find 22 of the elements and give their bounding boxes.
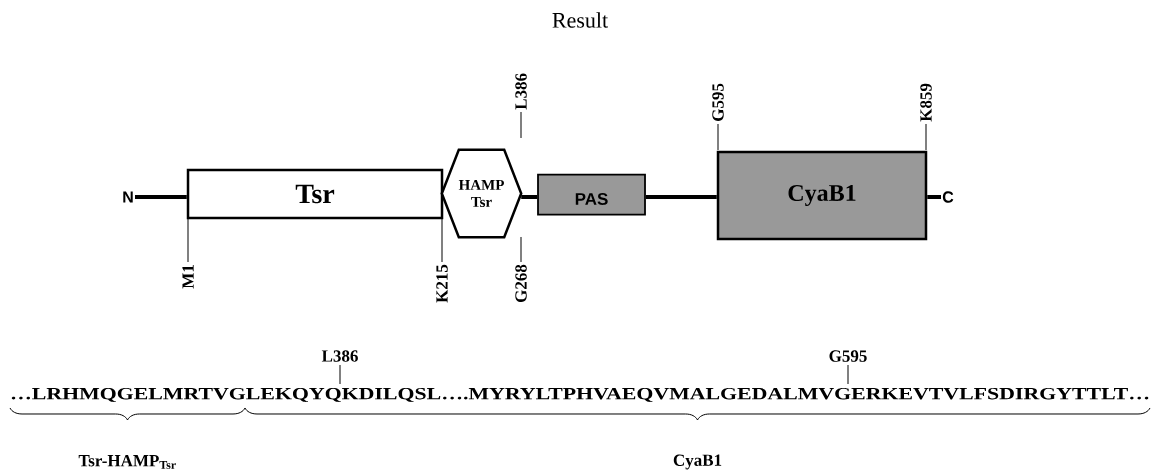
terminus-label: C: [942, 191, 954, 203]
residue-label: L386: [321, 350, 358, 362]
domain-hexagon: HAMP Tsr: [440, 148, 523, 239]
domain-cylinder: PAS: [537, 173, 646, 216]
title: Result: [552, 12, 608, 28]
backbone-line: [135, 195, 187, 199]
residue-label: K859: [920, 83, 932, 122]
residue-label: G595: [712, 83, 724, 121]
domain-box: Tsr: [186, 168, 444, 220]
residue-label: K215: [436, 264, 448, 303]
backbone-line: [927, 195, 942, 199]
residue-label: M1: [182, 265, 194, 289]
region-label: CyaB1: [673, 454, 722, 470]
residue-label: G268: [515, 264, 527, 303]
residue-label: G595: [829, 350, 867, 362]
residue-label: L386: [515, 73, 527, 110]
sequence-text: …LRHMQGELMRTVGLEKQYQKDILQSL….MYRYLTPHVAEQVMALGEDALMVGERKEVTVLFSDIRGYTTLT…: [11, 388, 1149, 402]
region-label: Tsr-HAMP$_{Tsr}$: [78, 455, 176, 469]
terminus-label: N: [123, 191, 133, 203]
backbone-line: [521, 195, 538, 199]
domain-box: CyaB1: [716, 150, 928, 241]
backbone-line: [645, 195, 717, 199]
